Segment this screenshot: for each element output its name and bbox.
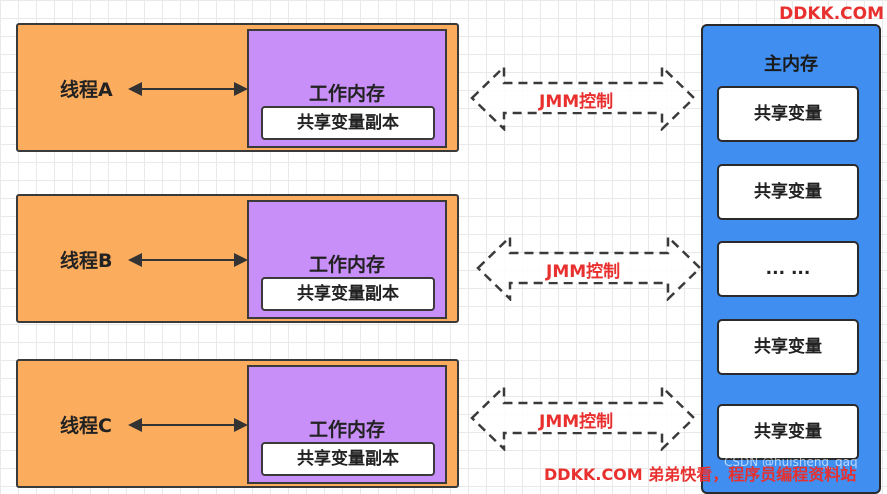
bidirectional-arrow-icon — [128, 253, 248, 267]
shared-variable: 共享变量 — [717, 319, 859, 375]
jmm-control-label-a: JMM控制 — [537, 87, 616, 112]
jmm-control-label-c: JMM控制 — [537, 407, 616, 432]
shared-variable: 共享变量 — [717, 404, 859, 460]
work-memory-a: 工作内存 共享变量副本 — [247, 29, 447, 148]
thread-a-box: 线程A 工作内存 共享变量副本 — [16, 23, 459, 152]
jmm-control-label-b: JMM控制 — [544, 257, 623, 282]
thread-c-box: 线程C 工作内存 共享变量副本 — [16, 359, 459, 488]
work-memory-a-title: 工作内存 — [308, 83, 385, 105]
work-memory-b: 工作内存 共享变量副本 — [247, 200, 447, 319]
thread-a-label: 线程A — [60, 79, 113, 101]
csdn-watermark: CSDN @huisheng_qaq — [724, 455, 858, 469]
work-memory-c-title: 工作内存 — [308, 419, 385, 441]
ellipsis-item: ... ... — [717, 241, 859, 297]
thread-b-label: 线程B — [60, 250, 113, 272]
shared-variable: 共享变量 — [717, 86, 859, 142]
shared-var-copy-c: 共享变量副本 — [261, 442, 435, 476]
thread-b-box: 线程B 工作内存 共享变量副本 — [16, 194, 459, 323]
watermark-top: DDKK.COM — [779, 4, 884, 24]
bidirectional-arrow-icon — [128, 82, 248, 96]
shared-var-copy-a: 共享变量副本 — [261, 106, 435, 140]
work-memory-c: 工作内存 共享变量副本 — [247, 365, 447, 484]
shared-var-copy-b: 共享变量副本 — [261, 277, 435, 311]
main-memory: 主内存 共享变量 共享变量 ... ... 共享变量 共享变量 — [701, 24, 881, 494]
shared-variable: 共享变量 — [717, 164, 859, 220]
main-memory-title: 主内存 — [764, 54, 818, 75]
thread-c-label: 线程C — [60, 415, 112, 437]
bidirectional-arrow-icon — [128, 418, 248, 432]
watermark-bottom: DDKK.COM 弟弟快看，程序员编程资料站 — [544, 465, 857, 484]
work-memory-b-title: 工作内存 — [308, 254, 385, 276]
